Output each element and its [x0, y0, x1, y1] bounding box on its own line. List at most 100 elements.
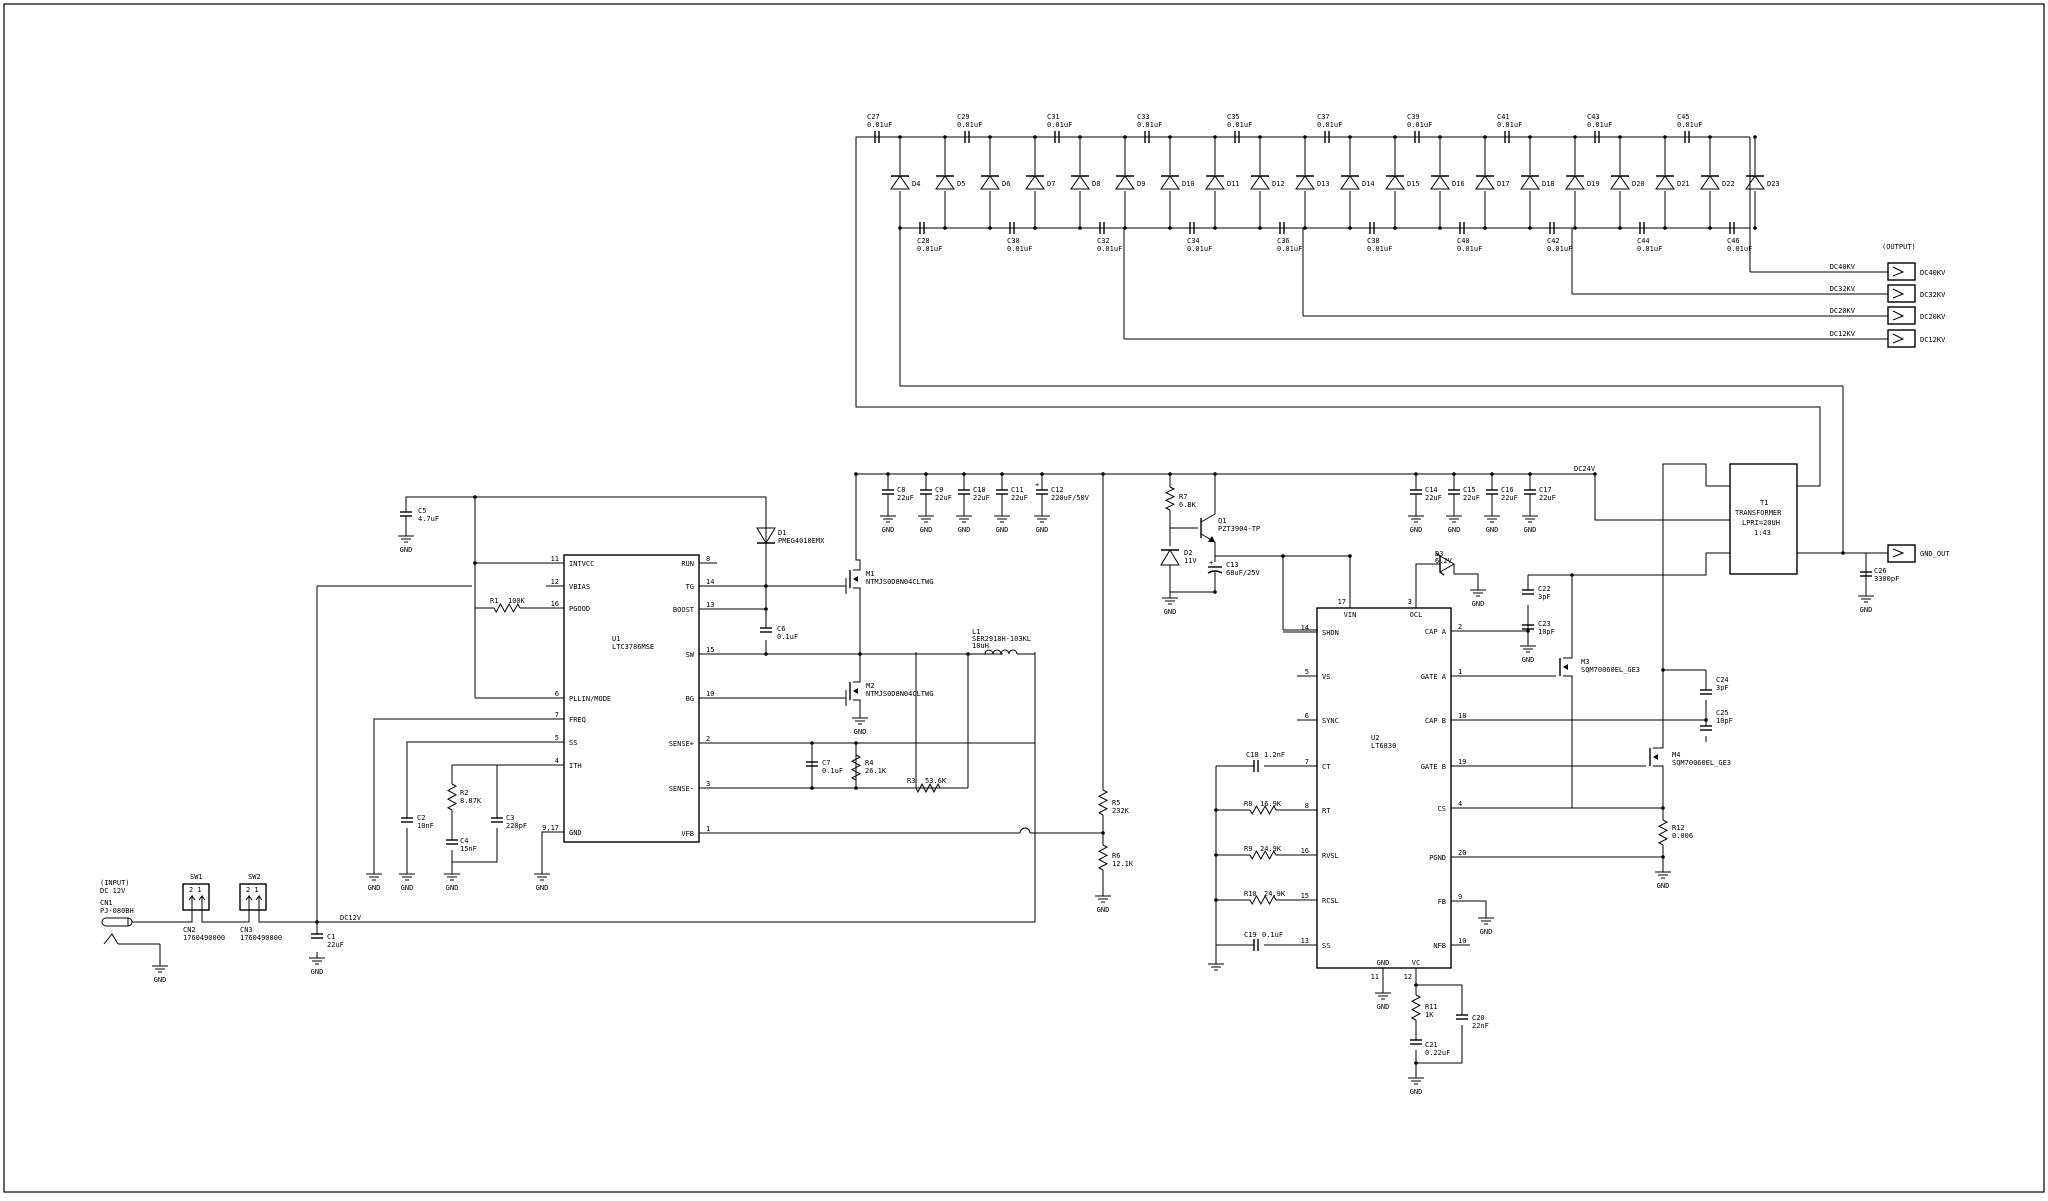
u1-pin-number: 11	[551, 555, 559, 563]
capacitor-horizontal	[1054, 131, 1060, 143]
u1-part: LTC3786MSE	[612, 643, 654, 651]
diode-ref: D5	[957, 180, 965, 188]
u2-pin-name: SYNC	[1322, 717, 1339, 725]
u2-pin-number: 16	[1301, 847, 1309, 855]
multiplier-diode: D14	[1340, 135, 1375, 230]
ground-label: GND	[1860, 606, 1873, 614]
junction-dot	[1438, 135, 1442, 139]
junction-dot	[1213, 590, 1217, 594]
r2-value: 8.87K	[460, 797, 482, 805]
capacitor-vertical	[311, 933, 323, 939]
junction-dot	[988, 135, 992, 139]
c20-value: 22nF	[1472, 1022, 1489, 1030]
capacitor-vertical	[1036, 489, 1048, 495]
c13-plus: +	[1209, 559, 1213, 567]
multiplier-cap-ref: C33	[1137, 113, 1150, 121]
r9-ref: R9	[1244, 845, 1252, 853]
output-port-label: DC12KV	[1920, 336, 1946, 344]
multiplier-diode: D7	[1025, 135, 1055, 230]
input-header: (INPUT)	[100, 879, 130, 887]
bulk-cap-value: 22uF	[935, 494, 952, 502]
multiplier-cap-value: 0.01uF	[1497, 121, 1522, 129]
r8-value: 16.9K	[1260, 800, 1282, 808]
output-port-label: DC32KV	[1920, 291, 1946, 299]
resistor-vertical	[446, 783, 458, 811]
capacitor-vertical	[1448, 489, 1460, 495]
diode-ref: D10	[1182, 180, 1195, 188]
junction-dot	[1078, 135, 1082, 139]
diode-ref: D20	[1632, 180, 1645, 188]
multiplier-cap-value: 0.01uF	[867, 121, 892, 129]
output-port-label: DC20KV	[1920, 313, 1946, 321]
diode-ref: D18	[1542, 180, 1555, 188]
ground-symbol: GND	[309, 952, 325, 976]
c3-value: 220pF	[506, 822, 527, 830]
junction-dot	[1483, 226, 1487, 230]
diode-ref: D13	[1317, 180, 1330, 188]
junction-dot	[1663, 226, 1667, 230]
dc-jack-cn1	[101, 917, 161, 960]
resistor-zigzag	[915, 782, 941, 794]
capacitor-horizontal	[874, 131, 880, 143]
m3-ref: M3	[1581, 658, 1589, 666]
multiplier-cap-value: 0.01uF	[1047, 121, 1072, 129]
u2-pin-number: 11	[1371, 973, 1379, 981]
u2-pin-name: GATE A	[1421, 673, 1447, 681]
capacitor-vertical	[1522, 589, 1534, 595]
junction-dot	[1101, 472, 1105, 476]
ground-symbol: GND	[994, 510, 1010, 534]
u2-pin-name: FB	[1438, 898, 1446, 906]
ground-symbol: GND	[880, 510, 896, 534]
sw2-ref: SW2	[248, 873, 261, 881]
u2-pin-number: 3	[1408, 598, 1412, 606]
ground-symbol: GND	[399, 868, 415, 892]
capacitor-horizontal	[1189, 222, 1195, 234]
capacitor-horizontal	[1253, 939, 1259, 951]
u2-pin-name: CAP A	[1425, 628, 1447, 636]
ground-symbol: GND	[1484, 510, 1500, 534]
junction-dot	[966, 652, 970, 656]
outputs-section: (OUTPUT) DC40KVDC40KVDC32KVDC32KVDC20KVD…	[1123, 228, 1950, 563]
multiplier-cap-ref: C31	[1047, 113, 1060, 121]
r7-value: 6.8K	[1179, 501, 1197, 509]
r2-ref: R2	[460, 789, 468, 797]
switch-sw2: SW2 2 1 CN3 1760490000	[239, 873, 282, 942]
m1-ref: M1	[866, 570, 874, 578]
bulk-cap-value: 22uF	[1463, 494, 1480, 502]
junction-dot	[1168, 226, 1172, 230]
multiplier-cap-value: 0.01uF	[1277, 245, 1302, 253]
multiplier-diode: D16	[1430, 135, 1465, 230]
u1-pin-name: VBIAS	[569, 583, 590, 591]
junction-dot	[1214, 808, 1218, 812]
t1-name: TRANSFORMER	[1735, 509, 1782, 517]
junction-dot	[1258, 135, 1262, 139]
bulk-cap-ref: C12	[1051, 486, 1064, 494]
dc24v-bus: DC24V GNDC822uFGNDC922uFGNDC1022uFGNDC11…	[856, 465, 1730, 534]
input-section: (INPUT) DC 12V CN1 PJ-080BH SW1 2 1 CN2 …	[100, 585, 1036, 960]
diode-ref: D15	[1407, 180, 1420, 188]
capacitor-horizontal	[1684, 131, 1690, 143]
ground-symbol: GND	[1520, 640, 1536, 664]
diode-ref: D14	[1362, 180, 1375, 188]
mosfet-m2: M2 NTMJS0D8N04CLTWG	[845, 654, 933, 712]
junction-dot	[1348, 554, 1352, 558]
multiplier-diode: D19	[1565, 135, 1600, 230]
ground-symbol: GND	[1034, 510, 1050, 534]
r4-value: 26.1K	[865, 767, 887, 775]
ground-symbol: GND	[1522, 510, 1538, 534]
ground-symbol: GND	[1858, 590, 1874, 614]
q1-value: PZT3904-TP	[1218, 525, 1260, 533]
u2-pin-number: 9	[1458, 893, 1462, 901]
u2-pin-name: VS	[1322, 673, 1330, 681]
u1-pin-number: 13	[706, 601, 714, 609]
capacitor-vertical	[760, 627, 772, 633]
u1-pin-number: 6	[555, 690, 559, 698]
r5-value: 232K	[1112, 807, 1130, 815]
capacitor-vertical	[446, 839, 458, 845]
capacitor-horizontal	[1549, 222, 1555, 234]
resistor-vertical	[1657, 819, 1669, 846]
u2-pin-name: VC	[1412, 959, 1420, 967]
c24-ref: C24	[1716, 676, 1729, 684]
c18-value: 1.2nF	[1264, 751, 1285, 759]
